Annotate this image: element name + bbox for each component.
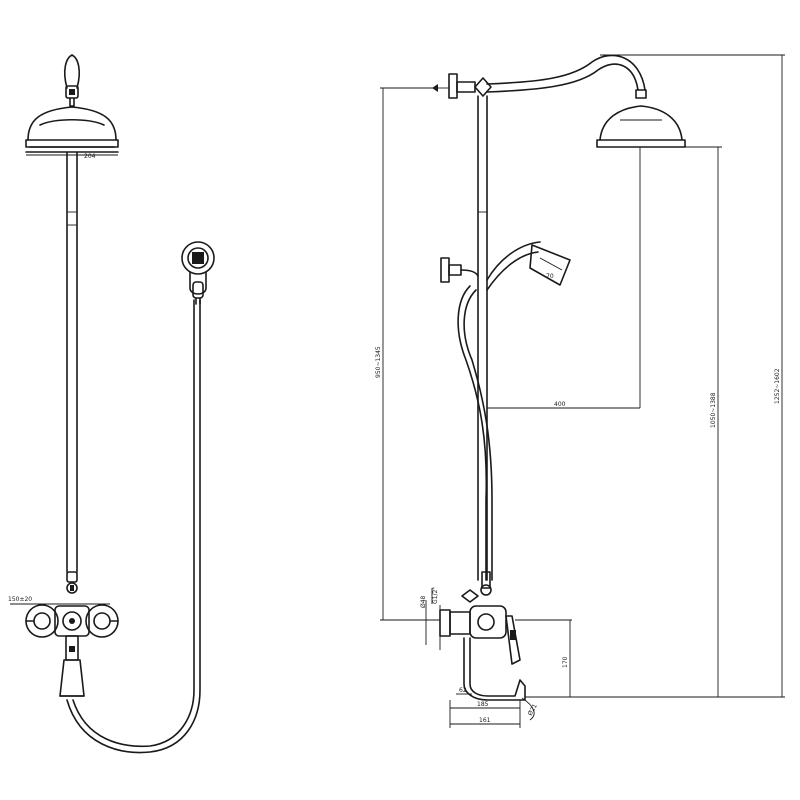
dim-outlet-diameter-label: Ø21: [527, 703, 539, 717]
side-spout: [463, 637, 526, 701]
dim-pipe-diameter-label: Ø48: [420, 595, 427, 608]
front-hand-shower: [181, 241, 215, 305]
dim-wall-offset-label: 62: [459, 687, 467, 694]
front-shower-head: [25, 106, 119, 153]
dim-spout-height-label: 170: [562, 656, 569, 668]
front-view: 204 150±20: [8, 54, 215, 754]
dim-handshower-diameter-label: 70: [546, 273, 554, 280]
front-top-bracket: [64, 54, 80, 107]
dimension-lines: [380, 54, 785, 728]
front-hose: [66, 299, 201, 754]
side-riser-pipe: [477, 95, 488, 581]
side-top-bracket: [432, 73, 492, 99]
front-riser-pipe: [66, 151, 78, 573]
side-view: 70: [375, 54, 785, 728]
side-gooseneck-arm: [486, 54, 647, 99]
dim-outlet-thread-label: G1/2": [432, 587, 439, 604]
dim-handshower-bracket-label: 950~1345: [375, 346, 382, 378]
side-hand-shower: [486, 241, 571, 291]
dim-arm-reach-label: 400: [554, 401, 566, 408]
front-mixer: 150±20: [8, 596, 119, 638]
side-handshower-bracket: [440, 257, 479, 283]
front-spout: [59, 635, 85, 697]
side-shower-head: [596, 105, 686, 148]
front-diverter: [66, 571, 78, 594]
dim-head-width-label: 204: [84, 153, 96, 160]
dim-total-height-label: 1252~1602: [774, 368, 781, 404]
dim-wall-distance-label: 150±20: [8, 596, 32, 603]
dim-head-height-label: 1050~1388: [710, 392, 717, 428]
dimension-labels: 950~1345 400 1050~1388 1252~1602 170 185…: [375, 346, 781, 724]
side-mixer: [439, 571, 521, 665]
dim-head-width: 204: [26, 153, 118, 160]
dim-spout-reach-b-label: 161: [479, 717, 491, 724]
dim-spout-reach-a-label: 185: [477, 701, 489, 708]
side-hose: [457, 285, 493, 581]
